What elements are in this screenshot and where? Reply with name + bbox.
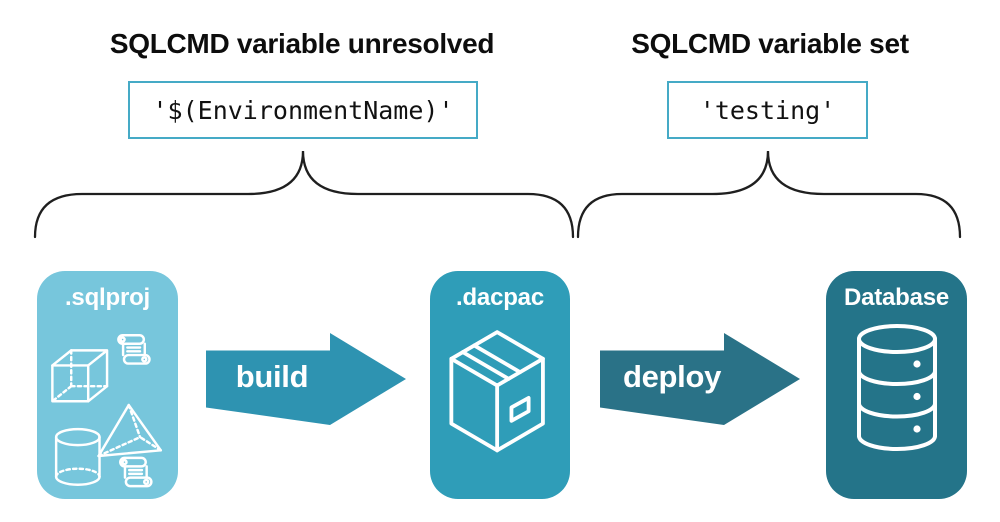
stage-label-sqlproj: .sqlproj xyxy=(64,284,151,311)
sql-project-objects-icon xyxy=(50,334,162,488)
cylinder-icon xyxy=(54,427,101,486)
right-curly-brace xyxy=(576,150,962,239)
script-scroll-icon xyxy=(118,456,153,488)
code-box-environment-variable: '$(EnvironmentName)' xyxy=(128,81,478,139)
build-arrow-label: build xyxy=(235,359,309,394)
stage-card-sqlproj: .sqlproj xyxy=(37,271,178,499)
stage-card-dacpac: .dacpac xyxy=(430,271,570,499)
cube-icon xyxy=(50,349,108,403)
stage-label-database: Database xyxy=(843,284,950,311)
stage-card-database: Database xyxy=(826,271,967,499)
code-box-testing-value: 'testing' xyxy=(667,81,868,139)
pyramid-icon xyxy=(96,403,162,458)
package-box-icon xyxy=(449,330,545,453)
script-scroll-icon xyxy=(116,334,151,365)
database-cylinder-icon xyxy=(856,324,937,451)
heading-sqlcmd-unresolved: SQLCMD variable unresolved xyxy=(109,28,495,59)
deploy-arrow-label: deploy xyxy=(622,359,722,394)
code-text-environment-variable: '$(EnvironmentName)' xyxy=(152,95,454,125)
left-curly-brace xyxy=(33,150,575,239)
stage-label-dacpac: .dacpac xyxy=(456,284,544,311)
code-text-testing-value: 'testing' xyxy=(699,95,836,125)
heading-sqlcmd-set: SQLCMD variable set xyxy=(631,28,909,59)
